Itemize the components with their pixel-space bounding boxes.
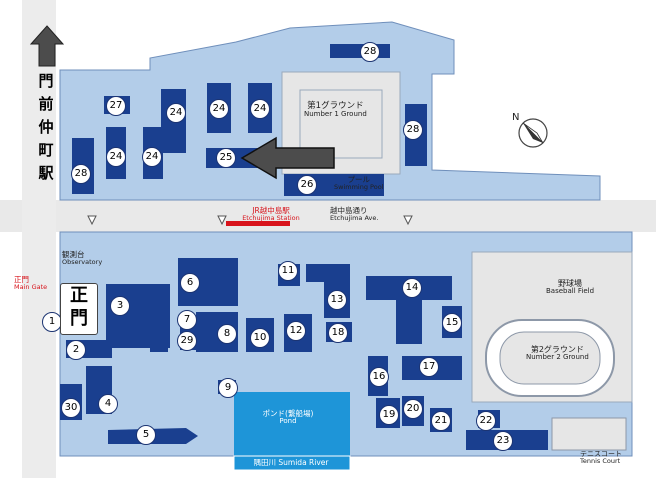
ground-2-field xyxy=(499,331,601,385)
station-char: 駅 xyxy=(38,164,54,182)
station-char: 町 xyxy=(38,141,54,159)
ground-2-label: 第2グラウンド Number 2 Ground xyxy=(526,345,589,362)
tennis-court-shape xyxy=(551,417,627,451)
building-marker-14[interactable]: 14 xyxy=(402,278,422,298)
building-marker-6[interactable]: 6 xyxy=(180,273,200,293)
building-marker-1[interactable]: 1 xyxy=(42,312,62,332)
jr-station-label: JR越中島駅 Etchujima Station xyxy=(242,206,300,222)
svg-text:N: N xyxy=(512,112,519,123)
building-marker-7[interactable]: 7 xyxy=(177,310,197,330)
building-marker-11[interactable]: 11 xyxy=(278,261,298,281)
main-gate-sign: 正 門 xyxy=(60,283,98,335)
pond-shape xyxy=(234,392,350,456)
building-marker-30[interactable]: 30 xyxy=(61,398,81,418)
main-gate-label: 正門 Main Gate xyxy=(14,275,48,291)
pool-label: プール Swimming Pool xyxy=(334,175,384,191)
station-char: 前 xyxy=(38,95,54,113)
building-marker-24a[interactable]: 24 xyxy=(166,103,186,123)
monzen-nakacho-station-label: 門 前 仲 町 駅 xyxy=(34,70,58,185)
building-marker-27[interactable]: 27 xyxy=(106,96,126,116)
building-marker-24c[interactable]: 24 xyxy=(250,99,270,119)
building-marker-22[interactable]: 22 xyxy=(476,411,496,431)
etchujima-avenue-road xyxy=(0,200,656,232)
building-marker-8[interactable]: 8 xyxy=(217,324,237,344)
west-road xyxy=(22,0,56,478)
building-marker-28c[interactable]: 28 xyxy=(360,42,380,62)
building-marker-13[interactable]: 13 xyxy=(327,290,347,310)
tennis-court-label: テニスコート Tennis Court xyxy=(580,450,622,466)
building-marker-12[interactable]: 12 xyxy=(286,321,306,341)
building-marker-20[interactable]: 20 xyxy=(403,399,423,419)
jr-station-marker xyxy=(226,221,290,226)
building-marker-29[interactable]: 29 xyxy=(177,331,197,351)
station-char: 仲 xyxy=(38,118,54,136)
building-marker-19[interactable]: 19 xyxy=(379,405,399,425)
building-marker-4[interactable]: 4 xyxy=(98,394,118,414)
observatory-label: 観測台 Observatory xyxy=(62,250,103,266)
building-marker-18[interactable]: 18 xyxy=(328,323,348,343)
building-marker-10[interactable]: 10 xyxy=(250,328,270,348)
station-char: 門 xyxy=(38,72,54,90)
building-marker-17[interactable]: 17 xyxy=(419,357,439,377)
building-marker-5[interactable]: 5 xyxy=(136,425,156,445)
etchujima-avenue-label: 越中島通り Etchujima Ave. xyxy=(330,206,379,222)
building-marker-21[interactable]: 21 xyxy=(431,411,451,431)
building-marker-26[interactable]: 26 xyxy=(297,175,317,195)
building-marker-24d[interactable]: 24 xyxy=(106,147,126,167)
pond-label: ポンド(繋船場) Pond xyxy=(262,409,314,425)
direction-arrow-icon xyxy=(29,25,65,67)
sumida-river-label: 隅田川 Sumida River xyxy=(253,458,329,467)
building-14-shape xyxy=(396,296,422,344)
crossing-marker xyxy=(87,215,97,226)
building-marker-24e[interactable]: 24 xyxy=(142,147,162,167)
route-arrow-icon xyxy=(240,136,335,180)
ground-1-inner-line xyxy=(299,89,383,159)
crossing-marker xyxy=(217,215,227,226)
crossing-marker xyxy=(403,215,413,226)
building-marker-28b[interactable]: 28 xyxy=(403,120,423,140)
building-marker-2[interactable]: 2 xyxy=(66,340,86,360)
river-shape xyxy=(233,455,351,471)
building-3-wing xyxy=(150,296,168,352)
north-arrow-icon: N xyxy=(512,112,548,148)
building-marker-16[interactable]: 16 xyxy=(369,367,389,387)
building-marker-23[interactable]: 23 xyxy=(493,431,513,451)
building-marker-9[interactable]: 9 xyxy=(218,378,238,398)
building-marker-15[interactable]: 15 xyxy=(442,313,462,333)
baseball-field-label: 野球場 Baseball Field xyxy=(546,279,595,296)
building-marker-28a[interactable]: 28 xyxy=(71,164,91,184)
building-marker-3[interactable]: 3 xyxy=(110,296,130,316)
building-marker-24b[interactable]: 24 xyxy=(209,99,229,119)
ground-1-label: 第1グラウンド Number 1 Ground xyxy=(304,101,367,118)
building-13-top xyxy=(306,264,350,282)
building-marker-25[interactable]: 25 xyxy=(216,148,236,168)
